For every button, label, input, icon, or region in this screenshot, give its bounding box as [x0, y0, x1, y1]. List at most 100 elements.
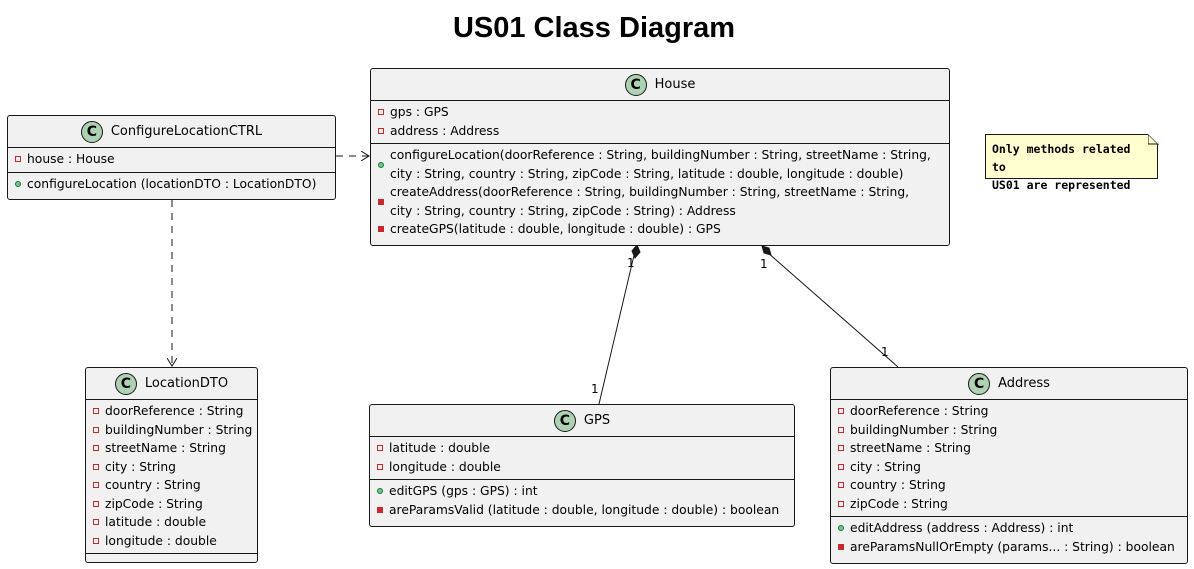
attribute-row: streetName : String: [86, 439, 257, 458]
private-icon: [838, 482, 844, 488]
attribute-text: city : String: [850, 459, 921, 474]
method-text: areParamsValid (latitude : double, longi…: [389, 502, 780, 517]
attribute-row: address : Address: [371, 122, 949, 141]
method-row: configureLocation(doorReference : String…: [371, 146, 949, 183]
multiplicity-house-address-source: 1: [760, 257, 768, 271]
class-configurelocationctrl[interactable]: C ConfigureLocationCTRL house : House co…: [7, 115, 336, 200]
attribute-text: gps : GPS: [390, 105, 449, 119]
private-icon: [378, 226, 384, 232]
class-header: C LocationDTO: [86, 368, 257, 400]
private-icon: [377, 463, 383, 470]
multiplicity-house-address-target: 1: [881, 345, 889, 359]
private-icon: [93, 463, 99, 470]
attribute-text: latitude : double: [389, 441, 491, 455]
method-row: editGPS (gps : GPS) : int: [370, 482, 794, 501]
private-icon: [838, 426, 844, 433]
private-icon: [838, 408, 844, 414]
class-name: ConfigureLocationCTRL: [110, 124, 263, 139]
attribute-text: country : String: [105, 478, 201, 492]
attribute-row: house : House: [8, 150, 335, 169]
attribute-row: streetName : String: [831, 439, 1187, 458]
class-badge-icon: C: [80, 120, 103, 143]
private-icon: [378, 109, 384, 115]
class-header: C ConfigureLocationCTRL: [8, 116, 335, 148]
attribute-row: doorReference : String: [831, 402, 1187, 421]
class-badge-icon: C: [968, 372, 991, 395]
class-gps[interactable]: C GPS latitude : double longitude : doub…: [369, 404, 795, 527]
attribute-text: doorReference : String: [105, 404, 244, 418]
class-address[interactable]: C Address doorReference : String buildin…: [830, 367, 1188, 564]
method-row: configureLocation (locationDTO : Locatio…: [8, 175, 335, 194]
attribute-text: house : House: [27, 152, 115, 166]
attribute-row: buildingNumber : String: [831, 421, 1187, 440]
method-text: editGPS (gps : GPS) : int: [389, 484, 538, 498]
method-row: areParamsNullOrEmpty (params... : String…: [831, 538, 1187, 557]
method-row: editAddress (address : Address) : int: [831, 519, 1187, 538]
class-name: Address: [998, 376, 1050, 391]
composition-diamond-gps: [631, 244, 641, 259]
methods-section: editGPS (gps : GPS) : int areParamsValid…: [370, 480, 794, 522]
method-text: createGPS(latitude : double, longitude :…: [390, 222, 721, 236]
class-house[interactable]: C House gps : GPS address : Address conf…: [370, 68, 950, 246]
class-badge-icon: C: [553, 409, 576, 432]
method-row: createGPS(latitude : double, longitude :…: [371, 220, 949, 239]
private-icon: [93, 519, 99, 525]
composition-house-gps: [598, 250, 636, 405]
private-icon: [93, 482, 99, 488]
attribute-text: latitude : double: [105, 515, 207, 529]
private-icon: [377, 506, 383, 513]
method-text: editAddress (address : Address) : int: [850, 521, 1074, 535]
attributes-section: doorReference : String buildingNumber : …: [831, 400, 1187, 517]
class-header: C GPS: [370, 405, 794, 437]
private-icon: [93, 426, 99, 433]
note-line: US01 are represented: [992, 178, 1131, 192]
private-icon: [93, 408, 99, 414]
attribute-text: zipCode : String: [850, 496, 948, 511]
attribute-row: zipCode : String: [831, 495, 1187, 514]
attribute-text: longitude : double: [105, 533, 217, 548]
attribute-text: longitude : double: [389, 459, 501, 474]
method-text-line: configureLocation(doorReference : String…: [390, 148, 931, 162]
note-fold-icon: [1148, 134, 1159, 145]
attribute-text: zipCode : String: [105, 496, 203, 511]
diagram-note: Only methods related to US01 are represe…: [985, 134, 1158, 192]
attribute-row: country : String: [86, 476, 257, 495]
class-name: House: [654, 77, 696, 92]
attribute-row: zipCode : String: [86, 495, 257, 514]
attribute-row: city : String: [831, 458, 1187, 477]
method-text-line: city : String, country : String, zipCode…: [390, 166, 904, 181]
composition-house-address: [766, 251, 899, 368]
class-locationdto[interactable]: C LocationDTO doorReference : String bui…: [85, 367, 258, 563]
private-icon: [377, 445, 383, 451]
method-text-line: createAddress(doorReference : String, bu…: [390, 185, 910, 199]
method-row: createAddress(doorReference : String, bu…: [371, 183, 949, 220]
class-badge-icon: C: [624, 73, 647, 96]
method-text: areParamsNullOrEmpty (params... : String…: [850, 539, 1175, 554]
class-header: C House: [371, 69, 949, 101]
note-line: Only methods related to: [992, 142, 1131, 174]
class-header: C Address: [831, 368, 1187, 400]
private-icon: [838, 500, 844, 507]
public-icon: [838, 525, 844, 531]
private-icon: [93, 445, 99, 451]
attribute-text: streetName : String: [850, 441, 971, 455]
attribute-row: longitude : double: [370, 458, 794, 477]
composition-diamond-address: [761, 245, 772, 256]
public-icon: [377, 488, 383, 494]
multiplicity-house-gps-target: 1: [591, 382, 599, 396]
private-icon: [15, 156, 21, 162]
attribute-text: address : Address: [390, 123, 500, 138]
attributes-section: house : House: [8, 148, 335, 173]
private-icon: [838, 445, 844, 451]
attribute-row: latitude : double: [370, 439, 794, 458]
private-icon: [838, 463, 844, 470]
private-icon: [838, 543, 844, 550]
methods-section: editAddress (address : Address) : int ar…: [831, 517, 1187, 559]
attribute-row: city : String: [86, 458, 257, 477]
private-icon: [93, 500, 99, 507]
attribute-text: doorReference : String: [850, 404, 989, 418]
methods-section: configureLocation(doorReference : String…: [371, 144, 949, 242]
attribute-row: buildingNumber : String: [86, 421, 257, 440]
attribute-row: gps : GPS: [371, 103, 949, 122]
